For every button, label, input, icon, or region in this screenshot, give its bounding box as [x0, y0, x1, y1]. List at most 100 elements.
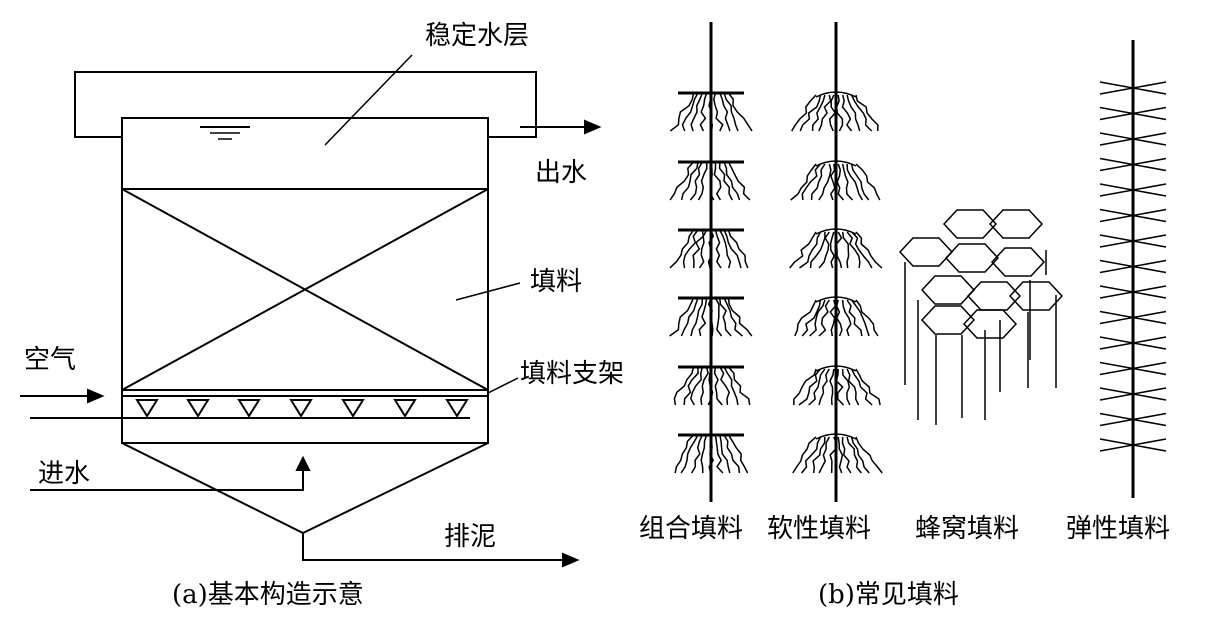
combined-packing-unit: [669, 91, 753, 132]
fibre-strand: [789, 231, 817, 269]
fibre-strand: [707, 229, 715, 269]
fibre-strand: [669, 92, 695, 132]
fibre-strand: [841, 299, 852, 337]
fibre-strand: [708, 434, 715, 474]
fibre-strand: [723, 161, 741, 201]
fibre-strand: [727, 229, 749, 269]
fibre-strand: [855, 299, 879, 337]
elastic-fibre: [1099, 81, 1167, 95]
fibre-strand: [850, 368, 873, 406]
fibre-strand: [841, 368, 851, 406]
caption-a: (a)基本构造示意: [172, 580, 364, 610]
tank-body: [121, 117, 489, 444]
fibre-strand: [808, 368, 826, 406]
fibre-strand: [699, 92, 708, 132]
combined-packing: [669, 22, 753, 502]
label-honeycomb-packing: 蜂窝填料: [915, 514, 1019, 544]
elastic-fibre: [1099, 183, 1167, 197]
fibre-strand: [801, 436, 822, 474]
fibre-strand: [846, 299, 863, 337]
elastic-fibre: [1099, 387, 1167, 401]
caption-b: (b)常见填料: [818, 580, 959, 610]
aerator-diffusers: [135, 399, 469, 418]
honeycomb-cell: [920, 305, 976, 335]
fibre-strand: [799, 231, 822, 269]
fibre-strand: [818, 299, 830, 337]
fibre-strand: [835, 94, 844, 132]
fibre-strand: [713, 92, 724, 132]
fibre-strand: [727, 297, 753, 337]
fibre-strand: [790, 163, 817, 201]
fibre-strand: [801, 163, 821, 201]
fibre-strand: [714, 297, 723, 337]
elastic-fibre: [1099, 336, 1167, 350]
fibre-strand: [846, 436, 862, 474]
fibre-strand: [698, 229, 708, 269]
fibre-strand: [836, 163, 845, 201]
fibre-strand: [810, 163, 826, 201]
fibre-strand: [723, 229, 742, 269]
fibre-strand: [719, 434, 731, 474]
honeycomb-cell: [962, 309, 1018, 339]
reactor-diagram: 稳定水层 出水 填料 空气 填料支架 进水 排泥 (a)基本构造示意: [20, 21, 624, 610]
honeycomb-packing: [898, 209, 1064, 425]
fibre-strand: [851, 299, 870, 337]
elastic-fibre: [1099, 234, 1167, 248]
fibre-strand: [669, 161, 695, 201]
fibre-strand: [690, 297, 704, 337]
fibre-strand: [669, 297, 695, 337]
fibre-strand: [719, 366, 731, 406]
fibre-strand: [801, 299, 822, 337]
fibre-strand: [727, 92, 753, 132]
fibre-strand: [829, 163, 836, 201]
soft-packing-unit: [790, 160, 881, 201]
fibre-strand: [673, 366, 695, 406]
fibre-strand: [841, 436, 852, 474]
fibre-strand: [837, 436, 844, 474]
honeycomb-cell: [1008, 281, 1064, 311]
elastic-fibre: [1099, 438, 1167, 452]
fibre-strand: [719, 92, 731, 132]
inlet-arrow: [30, 468, 304, 491]
overflow-loop: [74, 71, 537, 138]
elastic-fibre: [1099, 106, 1167, 121]
packing-leader: [455, 282, 521, 301]
fibre-strand: [690, 434, 703, 474]
fibre-strand: [846, 163, 864, 201]
fibre-strand: [829, 436, 838, 474]
fibre-strand: [818, 231, 830, 269]
fibre-strand: [714, 434, 724, 474]
label-stable-water: 稳定水层: [425, 21, 529, 51]
fibre-strand: [841, 94, 853, 132]
fibre-strand: [698, 297, 708, 337]
combined-packing-unit: [669, 296, 753, 337]
fibre-strand: [793, 368, 817, 406]
fibre-strand: [680, 297, 699, 337]
fibre-strand: [681, 92, 699, 132]
fibre-strand: [723, 297, 743, 337]
fibre-strand: [855, 231, 883, 269]
fibre-strand: [680, 161, 699, 201]
fibre-strand: [835, 299, 843, 337]
fibre-strand: [846, 94, 861, 132]
label-sludge: 排泥: [444, 522, 496, 552]
fibre-strand: [674, 434, 695, 474]
fibre-strand: [707, 297, 714, 337]
fibre-strand: [708, 92, 714, 132]
soft-packing-unit: [789, 228, 883, 269]
stable-water-leader: [324, 54, 413, 146]
fibre-strand: [798, 368, 821, 406]
fibre-strand: [689, 161, 703, 201]
fibre-strand: [855, 163, 881, 201]
soft-packing-unit: [791, 91, 879, 132]
label-support: 填料支架: [520, 359, 624, 389]
elastic-fibre: [1099, 259, 1167, 274]
fibre-strand: [841, 163, 854, 201]
elastic-fibre: [1099, 285, 1167, 299]
fibre-strand: [689, 366, 704, 406]
honeycomb-cell: [920, 275, 976, 305]
honeycomb-cell: [944, 243, 1000, 273]
fibre-strand: [690, 92, 704, 132]
elastic-fibre: [1099, 157, 1167, 172]
fibre-strand: [851, 231, 873, 269]
